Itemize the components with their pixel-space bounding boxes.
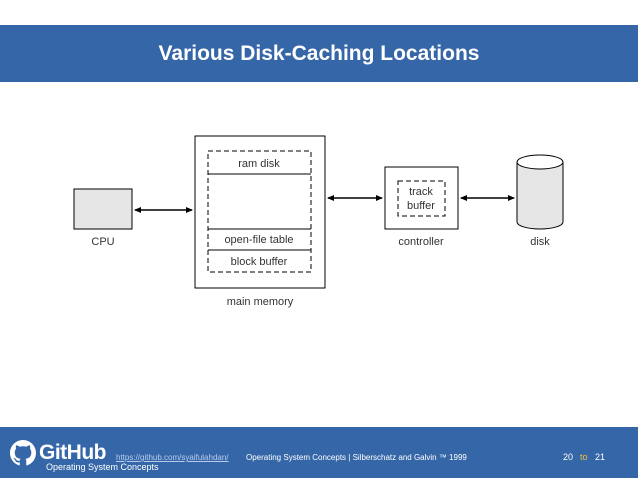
track-buffer-region (397, 180, 446, 217)
open-file-table-label: open-file table (224, 234, 293, 246)
page-current: 20 (563, 452, 574, 462)
slide-footer (0, 427, 638, 478)
slide-title: Various Disk-Caching Locations (158, 41, 480, 65)
github-wordmark: GitHub (39, 441, 106, 464)
buffer-label: buffer (407, 200, 435, 212)
github-logo: GitHub (10, 440, 106, 466)
footer-url-link[interactable]: https://github.com/syaifulahdan/ (116, 453, 229, 462)
ram-disk-region (207, 150, 312, 273)
main-memory-box (194, 135, 326, 289)
block-buffer-label: block buffer (231, 256, 288, 268)
cpu-box (73, 188, 133, 230)
main-memory-label: main memory (227, 296, 294, 308)
controller-label: controller (398, 236, 444, 248)
disk-label: disk (530, 236, 550, 248)
slide-header: Various Disk-Caching Locations (0, 25, 638, 82)
disk-icon (516, 154, 564, 230)
page-separator: to (580, 452, 588, 462)
controller-box (384, 166, 459, 230)
cpu-label: CPU (91, 236, 114, 248)
footer-credit: Operating System Concepts | Silberschatz… (246, 453, 467, 462)
page-total: 21 (595, 452, 606, 462)
github-octocat-icon (10, 440, 36, 466)
track-label: track (409, 186, 433, 198)
ram-disk-label: ram disk (238, 158, 280, 170)
footer-book-title: Operating System Concepts (46, 462, 159, 472)
